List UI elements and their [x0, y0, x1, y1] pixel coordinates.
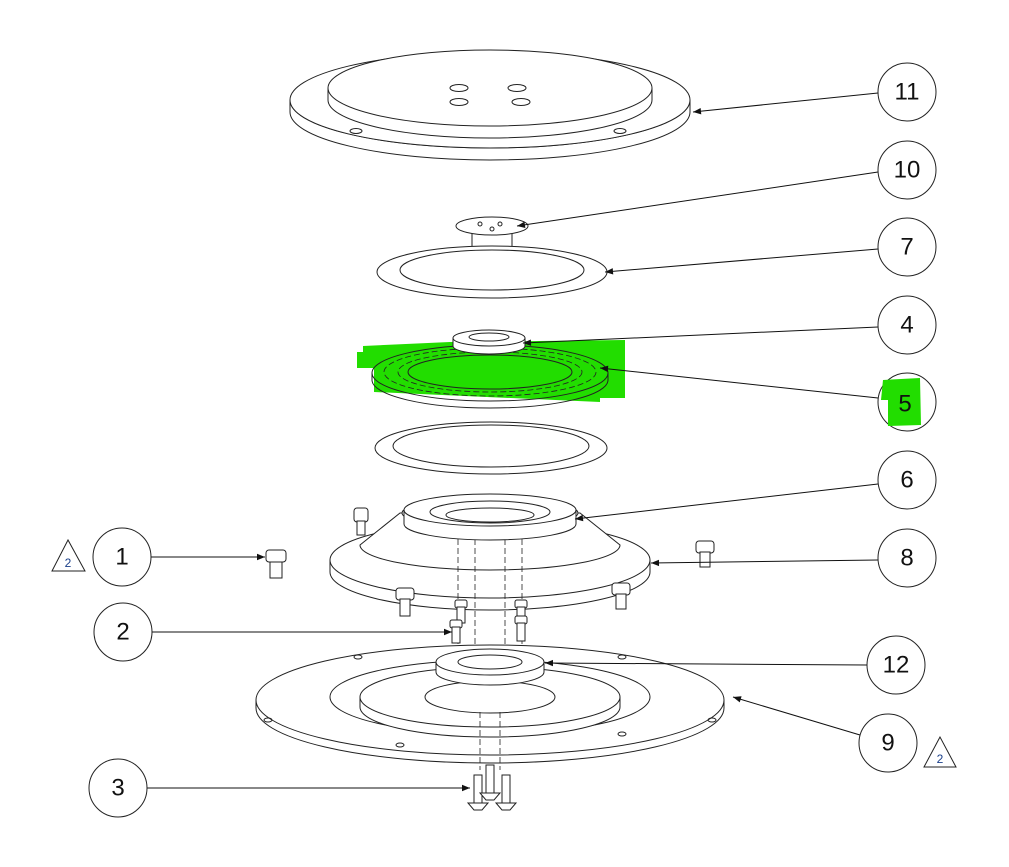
svg-text:1: 1 [115, 544, 128, 571]
balloon-9: 9 [858, 713, 918, 773]
balloon-10: 10 [877, 140, 937, 200]
balloon-3: 3 [88, 758, 148, 818]
balloon-1: 1 [92, 527, 152, 587]
svg-text:5: 5 [898, 391, 911, 418]
middle-gasket [374, 421, 608, 475]
balloon-5: 5 [877, 372, 937, 432]
screws-part-2 [449, 599, 528, 644]
balloon-11: 11 [877, 62, 937, 122]
balloon-2: 2 [93, 602, 153, 662]
balloon-6: 6 [877, 450, 937, 510]
revision-marker-right: 2 [923, 735, 957, 768]
part-6-bearing [403, 493, 577, 541]
balloon-12: 12 [866, 635, 926, 695]
screws-part-3 [466, 764, 518, 811]
svg-text:6: 6 [900, 467, 913, 494]
svg-text:9: 9 [881, 730, 894, 757]
svg-text:2: 2 [65, 556, 72, 570]
part-7-gasket [376, 245, 608, 299]
svg-text:2: 2 [116, 619, 129, 646]
part-9-base-plate [255, 644, 725, 770]
svg-text:10: 10 [894, 157, 921, 184]
revision-marker-left: 2 [51, 538, 86, 572]
svg-text:4: 4 [900, 312, 913, 339]
svg-text:3: 3 [111, 775, 124, 802]
leader-lines [147, 92, 879, 792]
svg-text:8: 8 [900, 545, 913, 572]
screw-part-1 [265, 549, 287, 579]
part-11-top-plate [289, 49, 691, 161]
svg-text:2: 2 [937, 752, 944, 766]
balloon-7: 7 [877, 217, 937, 277]
svg-text:12: 12 [883, 652, 910, 679]
part-12-spacer [435, 648, 545, 686]
balloon-8: 8 [877, 528, 937, 588]
part-4-bushing [452, 329, 526, 355]
screws [265, 507, 715, 644]
svg-text:7: 7 [900, 234, 913, 261]
balloon-4: 4 [877, 295, 937, 355]
svg-text:11: 11 [895, 79, 920, 106]
